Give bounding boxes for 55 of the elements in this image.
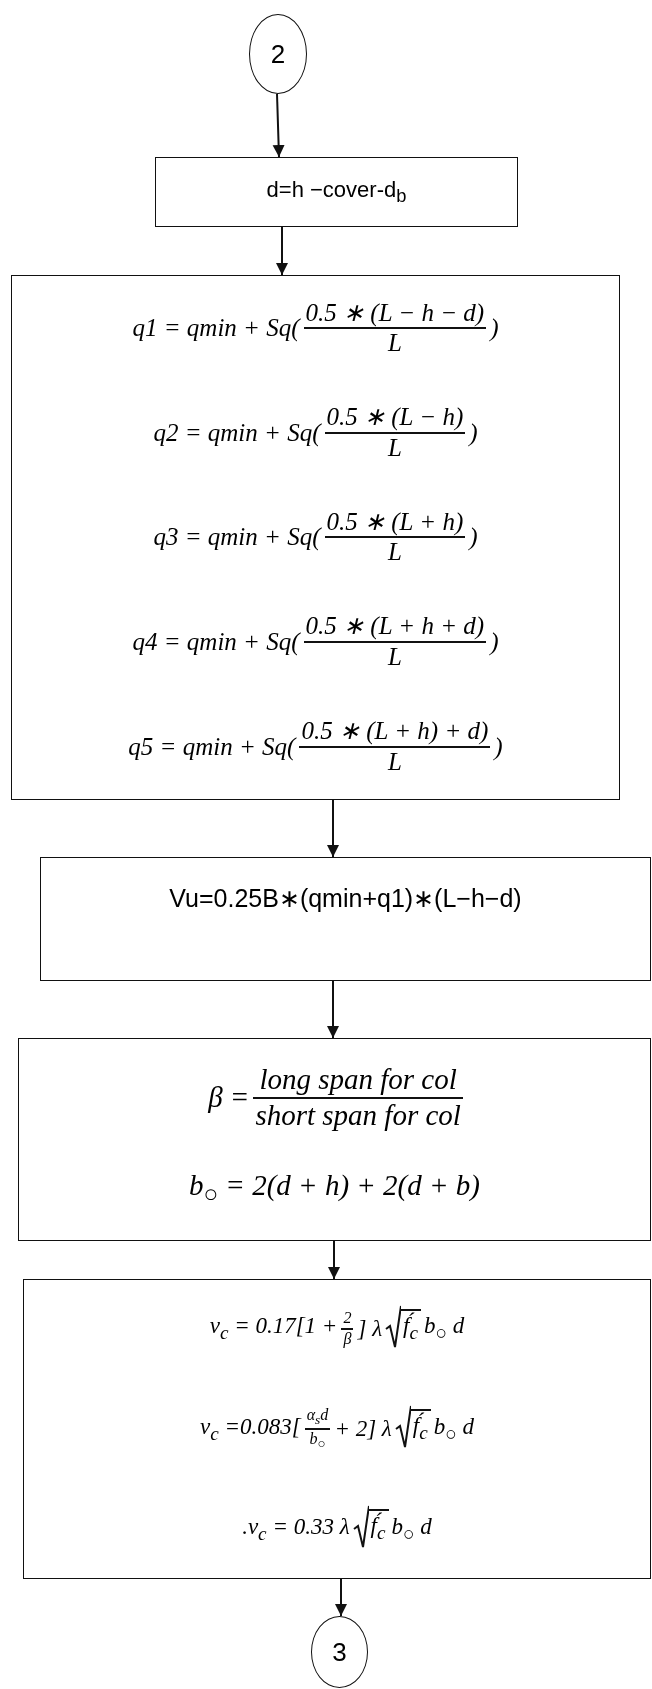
process-box: [40, 857, 651, 981]
formula-text: ] λ: [356, 1315, 384, 1342]
arrow: [328, 1240, 340, 1280]
formula-text: ): [488, 314, 500, 343]
formula-text: b$_{○}$ d: [390, 1513, 433, 1545]
formula-text: q4 = qmin + Sq(: [131, 628, 302, 657]
formula-text: q2 = qmin + Sq(: [152, 418, 323, 447]
formula-text: ): [467, 523, 479, 552]
formula-text: β =: [207, 1081, 251, 1115]
denominator-text: L: [386, 747, 403, 777]
formula-text: ): [488, 628, 500, 657]
arrow: [327, 799, 339, 858]
denominator-text: L: [386, 643, 403, 672]
formula-text: f́$_{c}$: [368, 1509, 389, 1550]
numerator-text: 0.5 ∗ (L + h): [324, 507, 466, 539]
formula-text: d=h −cover-d$_{b}$: [265, 176, 408, 208]
connector-label: 2: [269, 38, 287, 70]
denominator-text: L: [386, 329, 403, 359]
arrow: [272, 93, 285, 158]
numerator-text: long span for col: [253, 1063, 463, 1099]
formula-text: ): [467, 418, 479, 447]
formula-text: b$_{○}$ = 2(d + h) + 2(d + b): [188, 1168, 481, 1208]
formula-text: v$_{c}$ =0.083[: [198, 1413, 303, 1445]
denominator-text: b$_{○}$: [308, 1430, 327, 1452]
formula-text: b$_{○}$ d: [423, 1313, 466, 1345]
formula-text: q5 = qmin + Sq(: [127, 732, 298, 761]
arrow: [276, 226, 288, 276]
numerator-text: 0.5 ∗ (L + h + d): [303, 612, 487, 644]
formula-text: Vu=0.25B∗(qmin+q1)∗(L−h−d): [168, 884, 523, 913]
process-box: [18, 1038, 651, 1241]
formula-text: q3 = qmin + Sq(: [152, 523, 323, 552]
formula-text: f́$_{c}$: [401, 1308, 421, 1349]
formula-text: q1 = qmin + Sq(: [131, 314, 302, 343]
process-box: [23, 1279, 651, 1579]
numerator-text: 0.5 ∗ (L − h − d): [303, 298, 487, 330]
denominator-text: L: [386, 538, 403, 568]
numerator-text: α$_{s}$d: [304, 1406, 331, 1430]
formula-text: .v$_{c}$ = 0.33 λ: [241, 1513, 351, 1545]
process-box: [11, 275, 620, 800]
denominator-text: L: [386, 433, 403, 463]
numerator-text: 0.5 ∗ (L + h) + d): [299, 716, 491, 748]
numerator-text: 0.5 ∗ (L − h): [324, 403, 466, 434]
arrow: [327, 980, 339, 1039]
arrow: [335, 1578, 347, 1617]
denominator-text: short span for col: [254, 1098, 462, 1133]
connector-circle: [311, 1616, 368, 1688]
formula-text: ): [492, 732, 504, 761]
formula-text: f́$_{c}$: [410, 1409, 431, 1449]
numerator-text: 2: [341, 1309, 354, 1330]
process-box: [155, 157, 518, 227]
formula-text: v$_{c}$ = 0.17[1 +: [208, 1313, 339, 1345]
denominator-text: β: [342, 1329, 353, 1349]
connector-label: 3: [331, 1636, 348, 1668]
formula-text: + 2] λ: [333, 1416, 393, 1442]
formula-text: b$_{○}$ d: [432, 1413, 476, 1445]
